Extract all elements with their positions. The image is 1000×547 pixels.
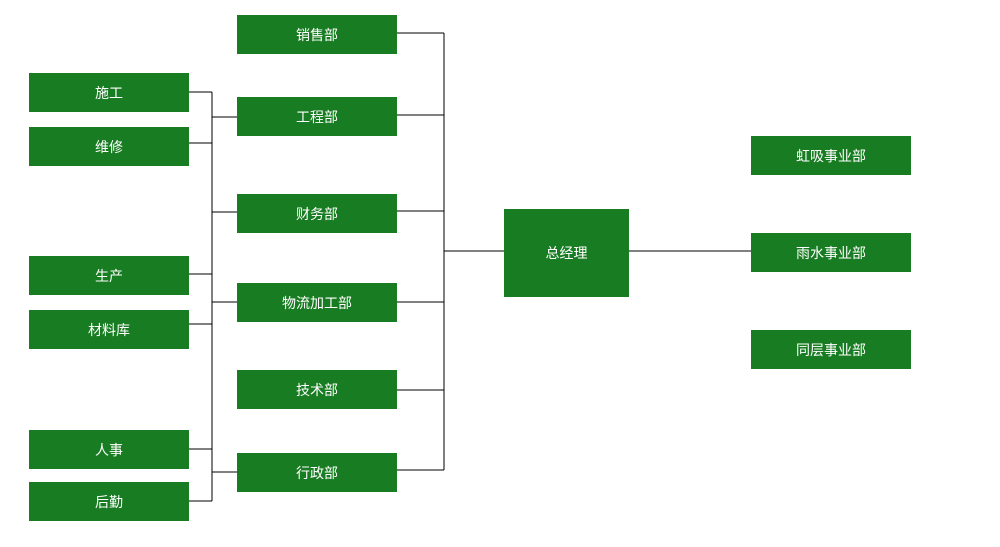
unit-production-box: 生产 [29, 256, 189, 295]
unit-construction-box: 施工 [29, 73, 189, 112]
unit-personnel-box: 人事 [29, 430, 189, 469]
dept-logistics-processing-box: 物流加工部 [237, 283, 397, 322]
dept-finance-box: 财务部 [237, 194, 397, 233]
unit-logistics-support-box: 后勤 [29, 482, 189, 521]
dept-engineering-box: 工程部 [237, 97, 397, 136]
business-unit-rainwater-box: 雨水事业部 [751, 233, 911, 272]
unit-maintenance-box: 维修 [29, 127, 189, 166]
business-unit-siphon-box: 虹吸事业部 [751, 136, 911, 175]
dept-technology-box: 技术部 [237, 370, 397, 409]
business-unit-same-floor-box: 同层事业部 [751, 330, 911, 369]
dept-sales-box: 销售部 [237, 15, 397, 54]
general-manager-box: 总经理 [504, 209, 629, 297]
unit-materials-warehouse-box: 材料库 [29, 310, 189, 349]
dept-administration-box: 行政部 [237, 453, 397, 492]
